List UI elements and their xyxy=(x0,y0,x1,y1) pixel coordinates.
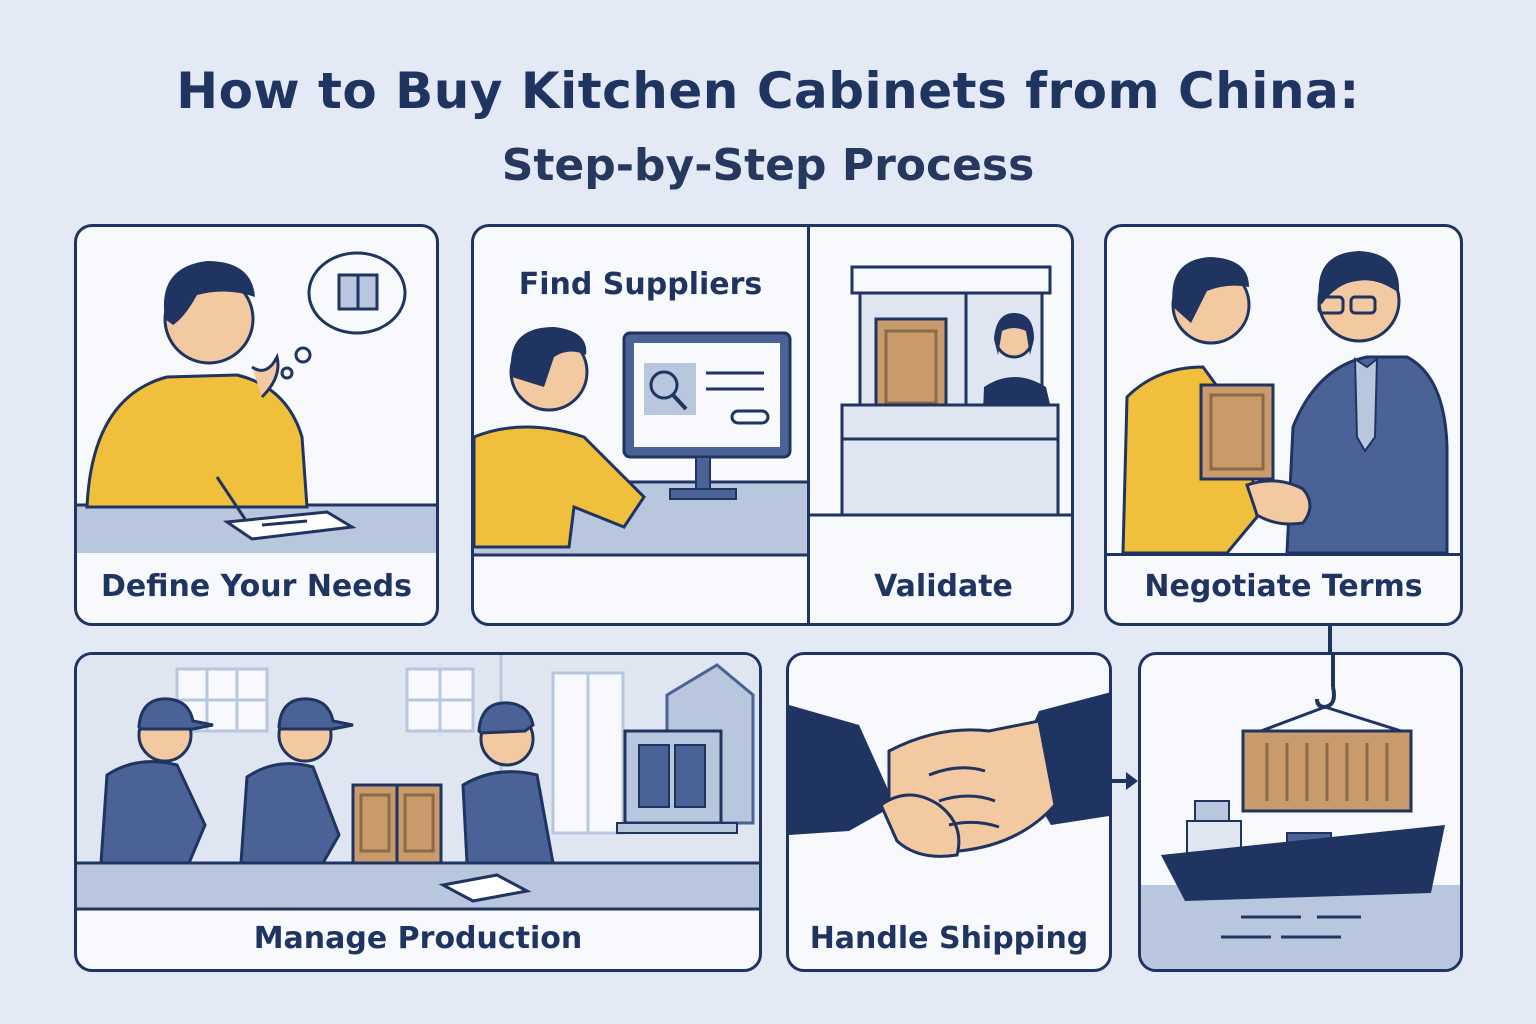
step-panel-negotiate: Negotiate Terms xyxy=(1104,224,1463,626)
find-validate-illustration xyxy=(474,265,1071,557)
handshake-icon xyxy=(789,692,1109,858)
step-panel-define: Define Your Needs xyxy=(74,224,439,626)
cargo-ship-illustration xyxy=(1141,655,1460,969)
negotiate-illustration xyxy=(1107,251,1460,556)
find-validate-divider xyxy=(807,227,810,623)
step-panel-production: Manage Production xyxy=(74,652,762,972)
crane-connector xyxy=(1328,624,1332,652)
step-label-production: Manage Production xyxy=(253,921,583,956)
step-label-define: Define Your Needs xyxy=(101,569,412,604)
arrow-right-icon xyxy=(1112,772,1138,790)
step-label-shipping: Handle Shipping xyxy=(809,921,1089,956)
production-illustration xyxy=(77,655,759,911)
step-panel-find-validate: Find Suppliers Validate xyxy=(471,224,1074,626)
page-title: How to Buy Kitchen Cabinets from China: xyxy=(176,62,1360,120)
crane-hook-icon xyxy=(1260,655,1402,733)
thought-bubble-icon xyxy=(280,251,407,380)
step-label-negotiate: Negotiate Terms xyxy=(1144,569,1423,604)
cargo-ship-icon xyxy=(1161,800,1445,901)
step-label-validate: Validate xyxy=(874,569,1013,604)
page-subtitle: Step-by-Step Process xyxy=(501,140,1035,191)
step-panel-ship xyxy=(1138,652,1463,972)
step-label-find: Find Suppliers xyxy=(518,267,763,302)
step-panel-shipping: Handle Shipping xyxy=(786,652,1112,972)
define-illustration xyxy=(77,251,436,553)
magnifier-icon xyxy=(644,363,696,415)
